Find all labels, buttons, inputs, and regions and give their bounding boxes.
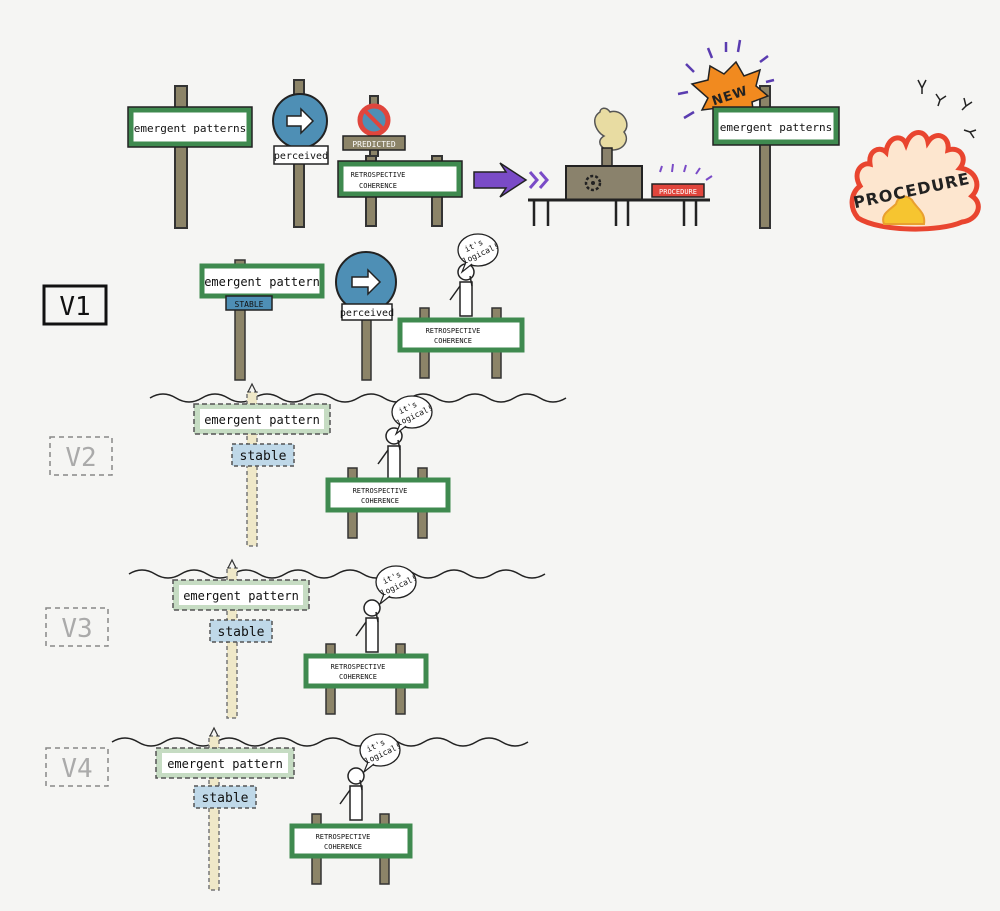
figure-arms	[355, 611, 379, 637]
retro-coherence-sign-top: RETROSPECTIVE COHERENCE	[337, 155, 463, 227]
stick-figure	[355, 599, 381, 653]
predicted-label: PREDICTED	[352, 140, 396, 149]
stick-figure	[377, 427, 403, 481]
stable-tag	[225, 295, 273, 311]
emergent-sign-inner	[200, 409, 324, 429]
perceived-tag-label: perceived	[274, 151, 328, 162]
emergent-patterns-2-label: emergent patterns	[720, 121, 833, 134]
retro-line2-label: COHERENCE	[359, 182, 397, 190]
speech-bubble	[359, 733, 401, 767]
version-label: V3	[61, 614, 92, 644]
gear-icon	[584, 174, 602, 192]
retro-line1-label: RETROSPECTIVE	[351, 171, 406, 179]
procedure-machine: PROCEDURE	[528, 107, 713, 226]
emergent-post	[246, 391, 258, 547]
figure-body	[349, 785, 363, 821]
procedure-box	[651, 183, 705, 198]
emergent-post	[234, 259, 246, 381]
emergent-sign-label: emergent pattern	[204, 275, 320, 289]
stable-tag-label: stable	[202, 791, 249, 806]
emergent-sign-label: emergent pattern	[167, 757, 283, 771]
emergent-sign-label: emergent pattern	[183, 589, 299, 603]
emergent-patterns-sign: emergent patterns	[127, 85, 253, 229]
figure-arms	[339, 779, 363, 805]
speech-bubble	[391, 395, 433, 429]
emergent-post	[226, 567, 238, 719]
retro-line2-label: COHERENCE	[361, 497, 399, 505]
stable-tag-label: stable	[218, 625, 265, 640]
stick-figure	[339, 767, 365, 821]
figure-head	[363, 599, 381, 617]
speech-bubble-tail	[378, 593, 391, 606]
emergent-patterns-label: emergent patterns	[134, 122, 247, 135]
version-label: V2	[65, 443, 96, 473]
figure-arms	[449, 275, 473, 301]
retro-sign	[303, 653, 429, 689]
stable-tag	[193, 785, 257, 809]
retro-line2-label: COHERENCE	[324, 843, 362, 851]
speech-bubble	[375, 565, 417, 599]
version-label: V1	[59, 292, 90, 322]
speech-bubble-tail	[460, 261, 473, 274]
speech-bubble	[457, 233, 499, 267]
right-arrow-icon	[351, 268, 382, 296]
retro-sign	[325, 477, 451, 513]
retro-line1-label: RETROSPECTIVE	[316, 833, 371, 841]
speech-bubble-tail	[362, 761, 375, 774]
stable-tag-label: STABLE	[235, 300, 264, 309]
figure-head	[347, 767, 365, 785]
retro-line2-label: COHERENCE	[434, 337, 472, 345]
stick-figure	[449, 263, 475, 317]
wavy-divider	[111, 737, 529, 747]
procedure-box-label: PROCEDURE	[659, 188, 697, 196]
perceived-tag-label: perceived	[340, 308, 394, 319]
perceived-arrow-sign: perceived	[272, 79, 329, 228]
top-row: emergent patterns perceived PREDICTED RE…	[127, 39, 981, 232]
wavy-divider	[128, 569, 546, 579]
version-box	[49, 436, 113, 476]
emergent-sign-inner	[162, 753, 288, 773]
post-top-arrow	[227, 558, 237, 569]
figure-body	[459, 281, 473, 317]
retro-line1-label: RETROSPECTIVE	[331, 663, 386, 671]
post-top-arrow	[209, 726, 219, 737]
retro-line1-label: RETROSPECTIVE	[353, 487, 408, 495]
wavy-divider	[149, 393, 567, 403]
version-box	[45, 607, 109, 647]
emergent-sign-inner	[179, 585, 303, 605]
stable-tag-label: stable	[240, 449, 287, 464]
figure-arms	[377, 439, 401, 465]
predicted-sign: PREDICTED	[342, 95, 406, 157]
figure-body	[365, 617, 379, 653]
perceived-tag	[341, 303, 393, 321]
emergent-post	[208, 735, 220, 891]
version-label: V4	[61, 754, 92, 784]
version-box	[45, 747, 109, 787]
emergent-sign-label: emergent pattern	[204, 413, 320, 427]
fire-icon: PROCEDURE	[849, 79, 981, 232]
retro-sign	[289, 823, 413, 859]
figure-body	[387, 445, 401, 481]
retro-sign	[397, 317, 525, 353]
post-top-arrow	[247, 382, 257, 393]
retro-line1-label: RETROSPECTIVE	[426, 327, 481, 335]
speech-bubble-tail	[394, 423, 407, 436]
retro-line2-label: COHERENCE	[339, 673, 377, 681]
purple-arrow-icon	[473, 162, 549, 198]
version-box	[42, 284, 108, 326]
stable-tag	[231, 443, 295, 467]
new-emergent-sign: NEW emergent patterns	[677, 39, 840, 229]
right-arrow-icon	[286, 107, 315, 135]
stable-tag	[209, 619, 273, 643]
